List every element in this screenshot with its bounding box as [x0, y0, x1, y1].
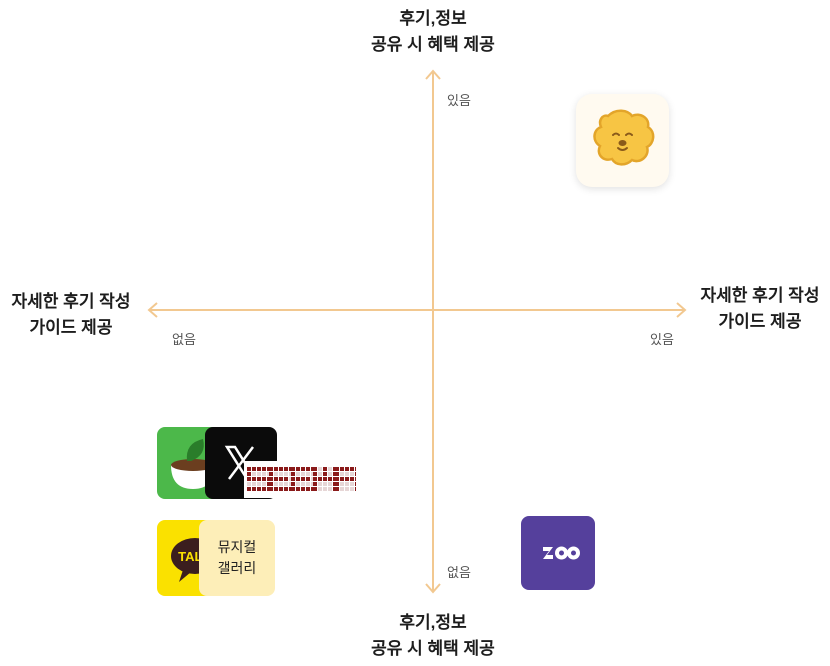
- top-tick-label: 있음: [447, 93, 471, 108]
- bottom-tick-label: 없음: [447, 565, 471, 580]
- popcorn-character-icon: [593, 109, 655, 166]
- musical-gallery-line-2: 갤러리: [217, 560, 257, 576]
- purple-logo-icon: [543, 546, 580, 560]
- leaf-cup-icon: [171, 439, 215, 489]
- musical-gallery-line-1: 뮤지컬: [217, 539, 257, 555]
- vertical-axis-bottom-arrow: [425, 583, 441, 594]
- top-axis-title: 후기,정보 공유 시 혜택 제공: [371, 9, 495, 54]
- horizontal-axis-left-arrow: [147, 302, 158, 318]
- horizontal-axis-right-arrow: [676, 302, 687, 318]
- pixel-wordmark-icon: [247, 467, 356, 491]
- vertical-axis-top-arrow: [425, 69, 441, 80]
- right-axis-title: 자세한 후기 작성 가이드 제공: [700, 286, 820, 331]
- purple-app-icon[interactable]: [521, 516, 595, 590]
- left-tick-label: 없음: [172, 332, 196, 347]
- popcorn-app-icon[interactable]: [576, 94, 669, 187]
- pixel-wordmark-app[interactable]: [244, 461, 356, 498]
- bottom-axis-title: 후기,정보 공유 시 혜택 제공: [371, 613, 495, 658]
- left-axis-title: 자세한 후기 작성 가이드 제공: [11, 292, 131, 337]
- musical-gallery-app[interactable]: 뮤지컬 갤러리: [199, 520, 275, 596]
- right-tick-label: 있음: [650, 332, 674, 347]
